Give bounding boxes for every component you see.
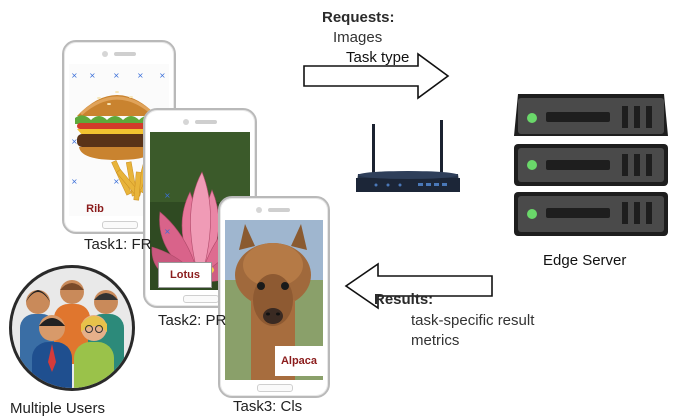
phone-speaker xyxy=(114,52,136,56)
edge-server-icon xyxy=(514,94,668,236)
phone-task3: Alpaca xyxy=(218,196,330,398)
tag-rib: Rib xyxy=(86,203,104,215)
svg-text:×: × xyxy=(71,137,78,146)
phone-home-button xyxy=(183,295,219,303)
router-icon xyxy=(356,120,460,192)
requests-images: Images xyxy=(333,29,383,46)
alpaca-image xyxy=(225,220,323,380)
results-title: Results: xyxy=(374,291,434,308)
svg-text:×: × xyxy=(164,191,171,200)
results-line1: task-specific result xyxy=(411,312,535,329)
phone-home-button xyxy=(257,384,293,392)
requests-title-text: Requests xyxy=(322,9,390,26)
svg-text:×: × xyxy=(89,71,96,80)
phone-screen-task3: Alpaca xyxy=(225,220,323,380)
users-label: Multiple Users xyxy=(10,400,106,417)
phone-camera xyxy=(183,119,189,125)
phone-speaker xyxy=(268,208,290,212)
request-arrow xyxy=(303,52,450,100)
svg-text:×: × xyxy=(113,177,120,186)
phone-camera xyxy=(102,51,108,57)
task2-label: Task2: PR xyxy=(158,312,227,329)
svg-text:×: × xyxy=(164,227,171,236)
requests-colon: : xyxy=(389,9,395,26)
results-line2: metrics xyxy=(411,332,460,349)
requests-task-type: Task type xyxy=(346,49,410,66)
phone-camera xyxy=(256,207,262,213)
svg-text:×: × xyxy=(159,71,166,80)
task1-label: Task1: FR xyxy=(84,236,152,253)
task3-label: Task3: Cls xyxy=(233,398,303,415)
svg-text:×: × xyxy=(113,71,120,80)
tag-lotus: Lotus xyxy=(158,262,212,288)
svg-text:×: × xyxy=(71,71,78,80)
edge-server-label: Edge Server xyxy=(543,252,627,269)
tag-alpaca: Alpaca xyxy=(275,346,323,376)
svg-text:×: × xyxy=(137,71,144,80)
svg-text:×: × xyxy=(71,177,78,186)
requests-title: Requests: xyxy=(322,9,395,26)
phone-task2: × × Lotus xyxy=(143,108,257,308)
users-group-icon xyxy=(9,265,135,391)
result-arrow xyxy=(344,262,493,310)
phone-speaker xyxy=(195,120,217,124)
phone-home-button xyxy=(102,221,138,229)
